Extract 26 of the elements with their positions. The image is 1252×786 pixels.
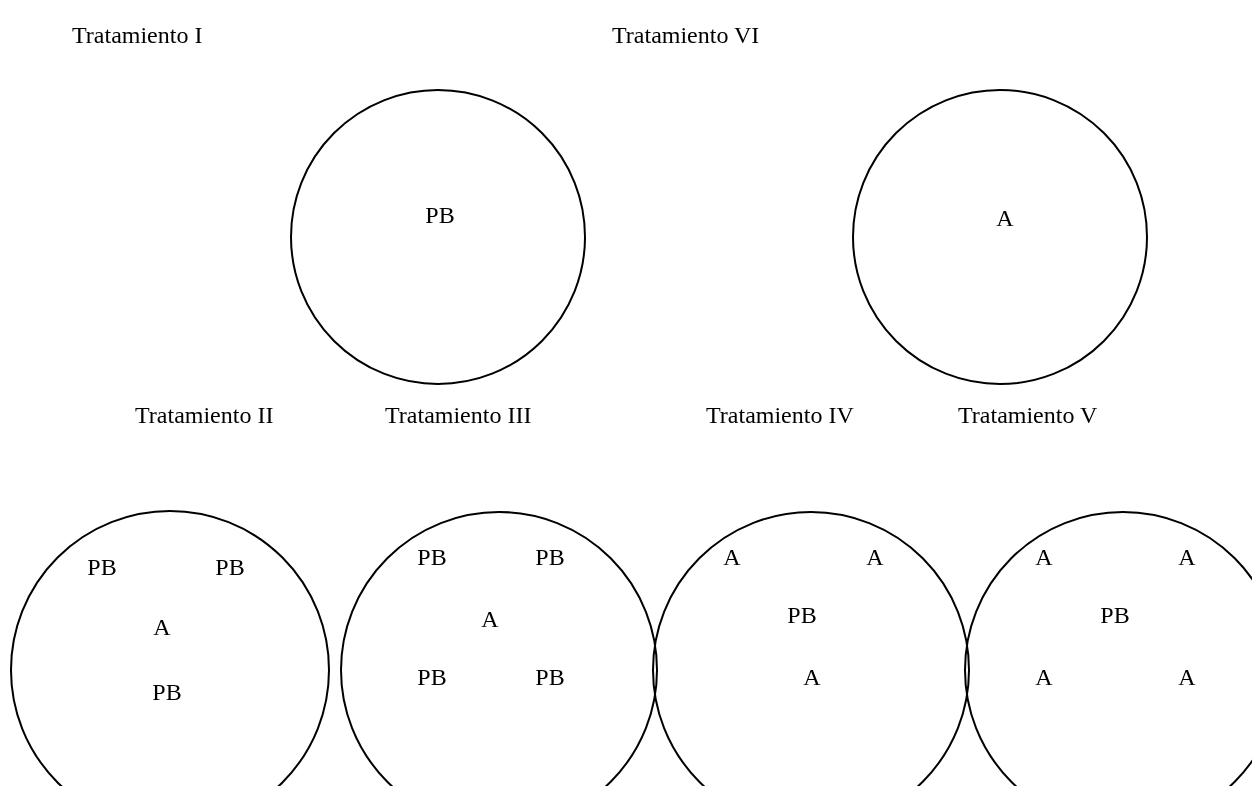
treatment-heading: Tratamiento IV <box>706 403 854 427</box>
plot-label: PB <box>215 555 245 579</box>
plot-label: A <box>481 607 499 631</box>
plot-label: A <box>803 665 821 689</box>
plot-label: A <box>153 615 171 639</box>
plot-label: A <box>866 545 884 569</box>
plot-label: PB <box>535 545 565 569</box>
plot-label: PB <box>535 665 565 689</box>
plot-label: PB <box>425 203 455 227</box>
treatment-heading: Tratamiento III <box>385 403 532 427</box>
treatment-heading: Tratamiento I <box>72 23 203 47</box>
treatment-heading: Tratamiento VI <box>612 23 760 47</box>
plot-label: PB <box>152 680 182 704</box>
plot-label: A <box>996 206 1014 230</box>
plot-label: A <box>1178 545 1196 569</box>
plot-label: PB <box>417 545 447 569</box>
plot-label: A <box>723 545 741 569</box>
treatment-heading: Tratamiento V <box>958 403 1098 427</box>
plot-label: A <box>1035 665 1053 689</box>
treatment-heading: Tratamiento II <box>135 403 274 427</box>
plot-label: PB <box>417 665 447 689</box>
plot-label: PB <box>1100 603 1130 627</box>
plot-label: PB <box>787 603 817 627</box>
plot-label: A <box>1178 665 1196 689</box>
plot-label: A <box>1035 545 1053 569</box>
plot-label: PB <box>87 555 117 579</box>
